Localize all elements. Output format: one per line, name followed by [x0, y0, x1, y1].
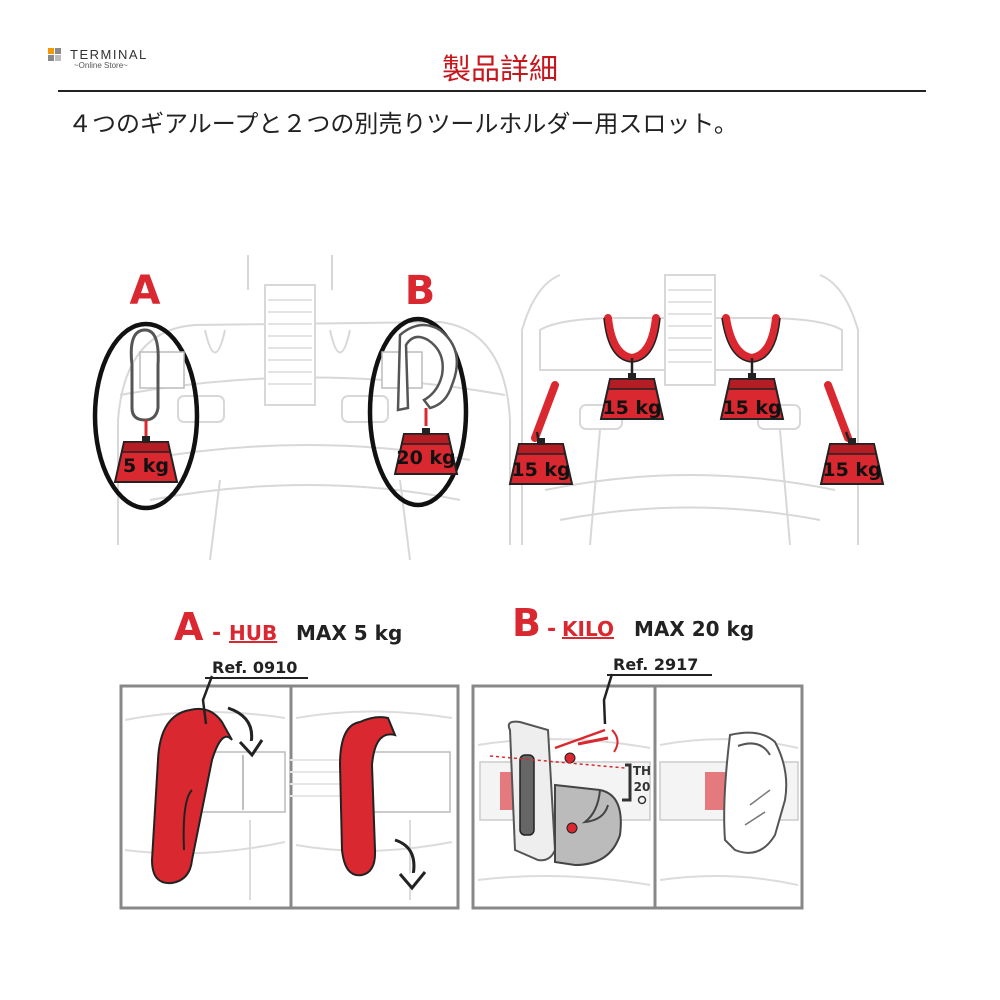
accessory-a-letter: A: [174, 605, 204, 649]
loop-weight-4: 15 kg: [822, 459, 881, 481]
loop-weight-1: 15 kg: [602, 397, 661, 419]
accessory-b-letter: B: [512, 601, 541, 645]
ref-a-pointer: [201, 675, 214, 725]
tool-th-label: TH: [633, 764, 651, 778]
product-description: ４つのギアループと２つの別売りツールホルダー用スロット。: [68, 110, 738, 138]
logo-tagline: ~Online Store~: [74, 61, 128, 70]
page-title: 製品詳細: [441, 52, 558, 86]
accessory-b-ref: Ref. 2917: [613, 655, 698, 674]
weight-b-label: 20 kg: [396, 447, 455, 469]
loop-weight-3: 15 kg: [511, 459, 570, 481]
harness-right: [521, 274, 859, 546]
logo-square-light: [55, 55, 61, 61]
accessory-a-dash: -: [212, 621, 221, 646]
logo-name: TERMINAL: [70, 47, 148, 62]
accessory-a-ref: Ref. 0910: [212, 658, 297, 677]
harness-left: [117, 255, 511, 561]
accessory-b-max: MAX 20 kg: [634, 617, 754, 641]
weight-a-label: 5 kg: [123, 455, 169, 477]
title-divider: [58, 90, 926, 92]
tool-size-label: 20: [634, 780, 651, 794]
accessory-b-dash: -: [547, 617, 556, 642]
accessory-a-max: MAX 5 kg: [296, 621, 402, 645]
ref-b-pointer: [602, 673, 614, 725]
slot-b-label: B: [405, 268, 436, 314]
logo-square-grey: [55, 48, 61, 54]
panel-kilo: [471, 684, 804, 910]
accessory-b-name: KILO: [562, 617, 614, 641]
loop-weight-2: 15 kg: [722, 397, 781, 419]
slot-a-group: [92, 321, 200, 511]
slot-b-group: [367, 316, 469, 508]
logo-square-orange: [48, 48, 54, 54]
panel-hub: [119, 684, 460, 910]
logo-square-grey-2: [48, 55, 54, 61]
slot-a-label: A: [130, 268, 161, 314]
accessory-a-name: HUB: [229, 621, 277, 645]
